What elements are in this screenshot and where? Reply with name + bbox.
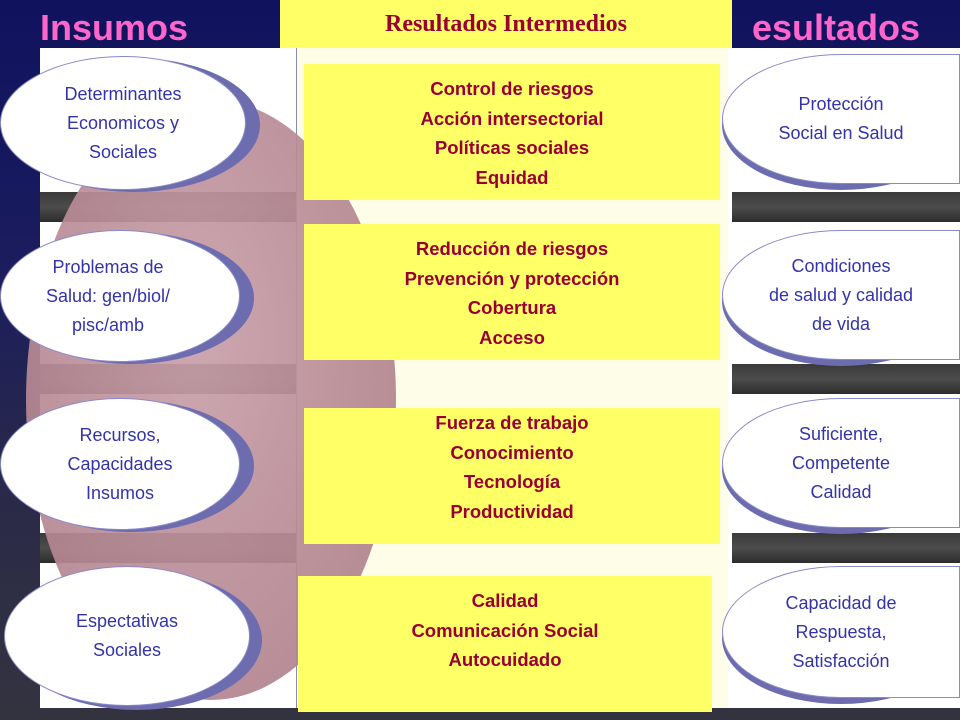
- intermediate-2-line-2: Prevención y protección: [404, 267, 620, 289]
- input-4-line-2: Sociales: [92, 640, 162, 660]
- heading-results: esultados: [752, 7, 921, 48]
- input-2-line-1: Problemas de: [52, 256, 164, 277]
- input-oval-resources: Recursos, Capacidades Insumos: [0, 398, 240, 530]
- outcome-oval-social-protection: Protección Social en Salud: [722, 54, 960, 184]
- outcome-2-line-1: Condiciones: [791, 255, 891, 276]
- input-3-line-2: Capacidades: [67, 453, 173, 474]
- outcome-4-line-2: Respuesta,: [795, 621, 887, 642]
- heading-intermediate-results: Resultados Intermedios: [280, 0, 732, 48]
- intermediate-4-line-2: Comunicación Social: [411, 619, 599, 641]
- intermediate-2-line-4: Acceso: [479, 326, 545, 348]
- input-1-line-2: Economicos y: [66, 112, 180, 133]
- input-oval-health-problems: Problemas de Salud: gen/biol/ pisc/amb: [0, 230, 240, 362]
- intermediate-2-line-3: Cobertura: [467, 297, 557, 318]
- row-band-1-overlay-right: [732, 192, 960, 222]
- input-3-line-1: Recursos,: [79, 424, 161, 445]
- intermediate-1-line-1: Control de riesgos: [430, 78, 594, 99]
- input-2-line-3: pisc/amb: [71, 314, 145, 335]
- row-band-3-overlay-right: [732, 533, 960, 563]
- intermediate-3-line-2: Conocimiento: [450, 441, 574, 463]
- outcome-oval-sufficient: Suficiente, Competente Calidad: [722, 398, 960, 528]
- input-2-line-2: Salud: gen/biol/: [45, 285, 171, 306]
- intermediate-box-quality: Calidad Comunicación Social Autocuidado: [298, 576, 712, 712]
- intermediate-box-risk-control: Control de riesgos Acción intersectorial…: [304, 64, 720, 200]
- intermediate-1-line-4: Equidad: [475, 166, 549, 188]
- input-1-line-3: Sociales: [88, 141, 158, 162]
- outcome-4-line-3: Satisfacción: [792, 650, 890, 671]
- intermediate-4-line-3: Autocuidado: [448, 649, 562, 670]
- outcome-3-line-1: Suficiente,: [798, 423, 884, 444]
- outcome-3-line-2: Competente: [791, 452, 891, 473]
- intermediate-2-line-1: Reducción de riesgos: [415, 238, 609, 259]
- outcome-2-line-3: de vida: [811, 313, 871, 334]
- input-oval-economic-determinants: Determinantes Economicos y Sociales: [0, 56, 246, 190]
- intermediate-1-line-2: Acción intersectorial: [420, 107, 604, 129]
- row-band-2-overlay-right: [732, 364, 960, 394]
- outcome-2-line-2: de salud y calidad: [768, 284, 914, 305]
- intermediate-3-line-1: Fuerza de trabajo: [435, 412, 589, 433]
- outcome-oval-health-conditions: Condiciones de salud y calidad de vida: [722, 230, 960, 360]
- input-4-line-1: Espectativas: [75, 611, 179, 631]
- intermediate-3-line-4: Productividad: [450, 500, 574, 522]
- outcome-oval-response-capacity: Capacidad de Respuesta, Satisfacción: [722, 566, 960, 698]
- intermediate-3-line-3: Tecnología: [463, 471, 561, 492]
- intermediate-1-line-3: Políticas sociales: [434, 137, 590, 158]
- outcome-1-line-2: Social en Salud: [778, 123, 904, 143]
- intermediate-box-workforce: Fuerza de trabajo Conocimiento Tecnologí…: [304, 408, 720, 544]
- intermediate-4-line-1: Calidad: [471, 590, 539, 611]
- intermediate-box-risk-reduction: Reducción de riesgos Prevención y protec…: [304, 224, 720, 360]
- outcome-4-line-1: Capacidad de: [785, 592, 897, 613]
- input-3-line-3: Insumos: [85, 482, 155, 503]
- input-1-line-1: Determinantes: [64, 83, 182, 104]
- outcome-1-line-1: Protección: [798, 94, 884, 114]
- outcome-3-line-3: Calidad: [810, 481, 872, 502]
- input-oval-social-expectations: Espectativas Sociales: [4, 566, 250, 706]
- heading-inputs: Insumos: [40, 7, 189, 48]
